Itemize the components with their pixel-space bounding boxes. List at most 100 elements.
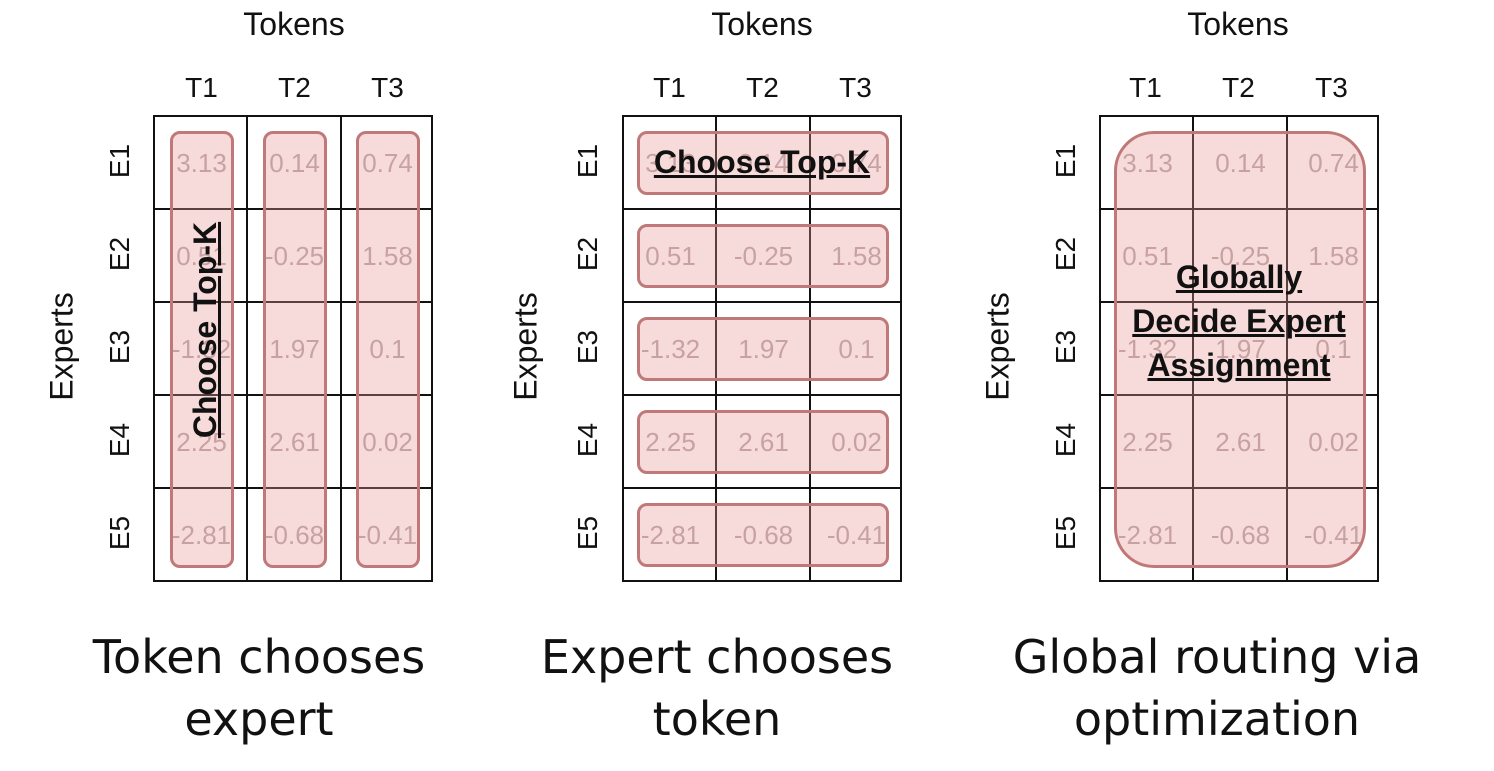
grid-line: [155, 301, 431, 303]
score-cell: 0.74: [362, 148, 413, 178]
globally-decide-label: Globally Decide Expert Assignment: [1094, 255, 1384, 387]
grid-line: [155, 487, 431, 489]
global-highlight: [1114, 131, 1366, 568]
row-label-e1: E1: [104, 143, 135, 179]
column-label-t3: T3: [371, 72, 404, 103]
score-cell: 1.58: [831, 241, 882, 271]
score-cell: 2.61: [1215, 427, 1266, 457]
row-label-e5: E5: [1050, 515, 1081, 551]
caption: Token chooses expert: [24, 626, 494, 750]
row-highlight: [637, 410, 889, 474]
row-label-e4: E4: [104, 422, 135, 458]
score-cell: 3.13: [645, 148, 696, 178]
score-cell: 2.25: [1122, 427, 1173, 457]
column-label-t2: T2: [278, 72, 311, 103]
row-highlight: [637, 317, 889, 381]
score-cell: 0.1: [838, 334, 875, 364]
panel-expert-chooses-token: Tokens T1 T2 T3 Experts E1 E2 E3 E4 E5 3…: [470, 0, 940, 771]
score-cell: 1.58: [362, 241, 413, 271]
score-cell: 1.97: [738, 334, 789, 364]
grid-line: [1101, 394, 1377, 396]
grid-line: [1286, 117, 1288, 580]
score-cell: 0.02: [1308, 427, 1359, 457]
grid-line: [624, 487, 900, 489]
grid-line: [624, 301, 900, 303]
experts-axis-title: Experts: [507, 292, 544, 401]
column-highlight: [356, 131, 420, 568]
row-label-e4: E4: [1050, 422, 1081, 458]
grid-line: [1101, 301, 1377, 303]
caption-line: optimization: [1073, 692, 1361, 746]
caption-line: expert: [184, 692, 334, 746]
score-cell: 0.51: [1122, 241, 1173, 271]
score-cell: -1.32: [1117, 334, 1178, 364]
score-cell: 2.25: [645, 427, 696, 457]
row-label-e4: E4: [572, 422, 603, 458]
grid-line: [1101, 487, 1377, 489]
grid-line: [246, 117, 248, 580]
experts-axis-title: Experts: [43, 292, 80, 401]
score-cell: -0.41: [357, 520, 418, 550]
column-label-t2: T2: [1222, 72, 1255, 103]
score-cell: -1.32: [640, 334, 701, 364]
row-label-e5: E5: [572, 515, 603, 551]
caption: Global routing via optimization: [982, 626, 1452, 750]
overlay-line: Decide Expert: [1132, 303, 1346, 339]
score-cell: -0.25: [733, 241, 794, 271]
score-cell: -0.68: [1210, 520, 1271, 550]
overlay-line: Assignment: [1147, 347, 1331, 383]
grid-line: [155, 394, 431, 396]
grid-line: [1101, 208, 1377, 210]
grid-line: [624, 208, 900, 210]
score-grid: 3.13 0.14 0.74 0.51 -0.25 1.58 -1.32 1.9…: [622, 115, 902, 582]
score-cell: 2.25: [176, 427, 227, 457]
grid-line: [809, 117, 811, 580]
tokens-axis-title: Tokens: [711, 6, 813, 42]
column-label-t1: T1: [1129, 72, 1162, 103]
score-cell: -2.81: [640, 520, 701, 550]
row-label-e3: E3: [104, 329, 135, 365]
column-label-t3: T3: [839, 72, 872, 103]
row-highlight: [637, 503, 889, 567]
column-label-t3: T3: [1315, 72, 1348, 103]
row-highlight: [637, 131, 889, 195]
row-label-e2: E2: [572, 236, 603, 272]
column-highlight: [263, 131, 327, 568]
score-cell: 1.58: [1308, 241, 1359, 271]
score-grid: 3.13 0.14 0.74 0.51 -0.25 1.58 -1.32 1.9…: [153, 115, 433, 582]
overlay-line: Globally: [1175, 259, 1303, 295]
grid-line: [715, 117, 717, 580]
choose-top-k-label: Choose Top-K: [653, 144, 871, 180]
score-cell: 3.13: [176, 148, 227, 178]
experts-axis-title: Experts: [979, 292, 1016, 401]
score-cell: 0.51: [176, 241, 227, 271]
row-label-e2: E2: [1050, 236, 1081, 272]
column-label-t1: T1: [185, 72, 218, 103]
score-cell: -0.68: [264, 520, 325, 550]
row-label-e1: E1: [1050, 143, 1081, 179]
score-cell: 0.1: [369, 334, 406, 364]
score-cell: -0.68: [733, 520, 794, 550]
caption: Expert chooses token: [482, 626, 952, 750]
score-cell: 2.61: [738, 427, 789, 457]
row-label-e3: E3: [1050, 329, 1081, 365]
score-cell: -0.25: [1210, 241, 1271, 271]
score-grid: 3.13 0.14 0.74 0.51 -0.25 1.58 -1.32 1.9…: [1099, 115, 1379, 582]
row-label-e3: E3: [572, 329, 603, 365]
column-highlight: [170, 131, 234, 568]
score-cell: 0.14: [269, 148, 320, 178]
grid-line: [624, 394, 900, 396]
panel-global-routing: Tokens T1 T2 T3 Experts E1 E2 E3 E4 E5 3…: [944, 0, 1422, 771]
score-cell: -2.81: [171, 520, 232, 550]
score-cell: 0.74: [831, 148, 882, 178]
row-label-e5: E5: [104, 515, 135, 551]
score-cell: -0.25: [264, 241, 325, 271]
score-cell: 0.02: [362, 427, 413, 457]
score-cell: 1.97: [1215, 334, 1266, 364]
grid-line: [1192, 117, 1194, 580]
grid-line: [340, 117, 342, 580]
row-label-e2: E2: [104, 236, 135, 272]
tokens-axis-title: Tokens: [243, 6, 345, 42]
panel-token-chooses-expert: Tokens T1 T2 T3 Experts E1 E2 E3 E4 E5 3…: [0, 0, 470, 771]
grid-line: [155, 208, 431, 210]
